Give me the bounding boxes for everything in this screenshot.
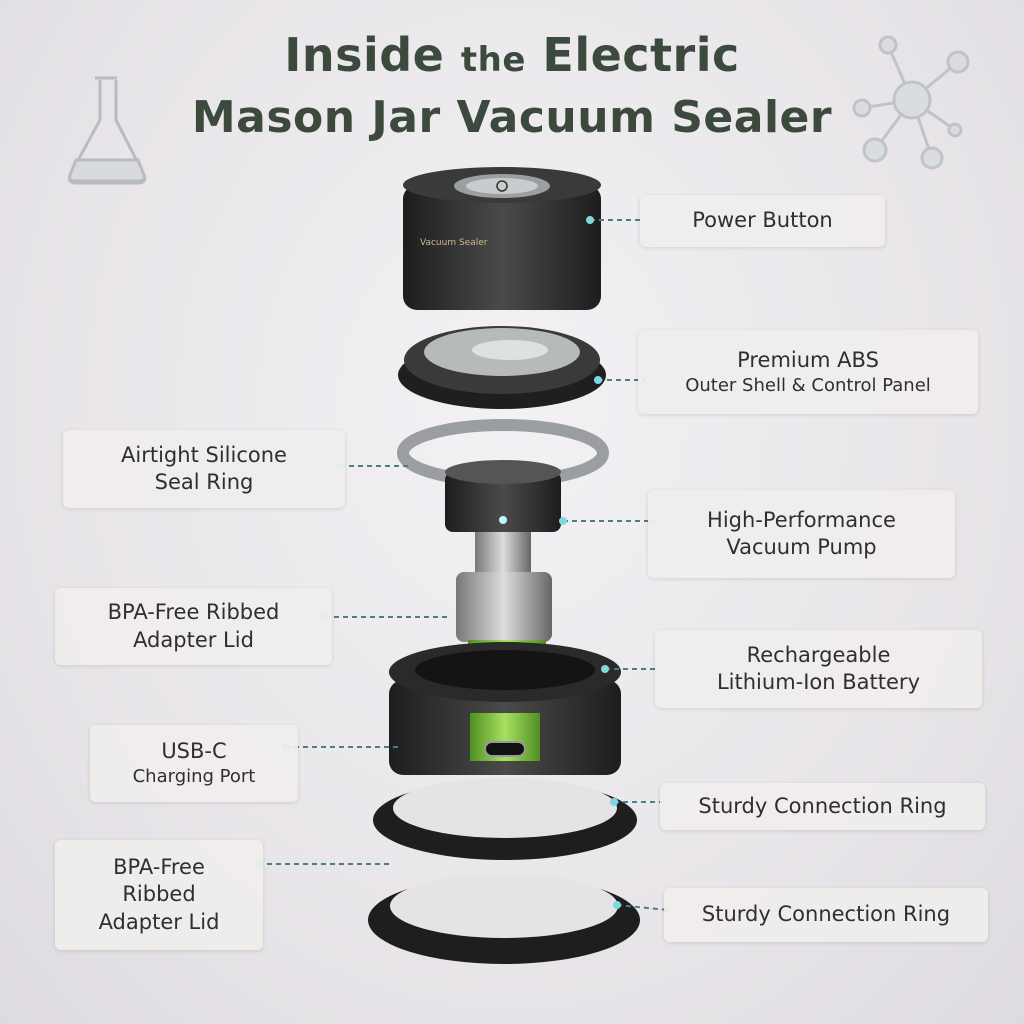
label-text: Outer Shell & Control Panel [685,374,931,396]
label-text: USB-C [161,739,227,764]
leader-lines [258,219,669,911]
molecule-icon [852,35,970,170]
connection-ring-1 [373,778,637,860]
label-usb-c-port: USB-C Charging Port [90,725,298,802]
label-text: Airtight Silicone [121,442,287,467]
label-connection-ring-1: Sturdy Connection Ring [660,783,985,830]
vacuum-pump [445,460,561,572]
title-word: the [460,40,526,80]
label-text: Lithium-Ion Battery [716,670,920,694]
label-text: Rechargeable [746,642,891,667]
usb-c-base [389,642,621,775]
page-title-line1: Inside the Electric [0,28,1024,82]
usb-c-port [484,741,526,757]
label-text: Sturdy Connection Ring [701,902,951,927]
label-outer-shell: Premium ABS Outer Shell & Control Panel [638,330,978,414]
label-text: Adapter Lid [133,627,254,652]
power-icon [496,180,508,192]
label-battery: Rechargeable Lithium-Ion Battery [655,630,982,708]
label-text: Ribbed [122,882,196,907]
page-title-line2: Mason Jar Vacuum Sealer [191,92,833,143]
label-text: BPA-Free Ribbed [107,600,280,625]
label-adapter-lid: BPA-Free Ribbed Adapter Lid [55,588,332,665]
label-text: Seal Ring [154,470,254,494]
label-text: High-Performance [707,507,896,532]
label-text: Power Button [692,208,833,233]
control-panel [398,326,606,409]
label-text: Vacuum Pump [726,535,877,559]
label-text: BPA-Free [113,855,205,880]
label-text: Sturdy Connection Ring [698,793,947,818]
connection-ring-2 [368,874,640,964]
power-button-cap: Vacuum Sealer [403,167,601,310]
flask-icon [67,76,147,185]
title-word: Electric [542,28,740,82]
label-connection-ring-2: Sturdy Connection Ring [664,888,988,942]
label-adapter-lid-2: BPA-Free Ribbed Adapter Lid [55,840,263,950]
title-word: Inside [284,28,445,82]
label-text: Adapter Lid [98,909,220,934]
label-text: Premium ABS [737,347,879,372]
label-power-button: Power Button [640,195,885,247]
label-silicone-seal-ring: Airtight Silicone Seal Ring [63,430,345,508]
label-vacuum-pump: High-Performance Vacuum Pump [648,490,955,578]
device-print: Vacuum Sealer [420,238,488,248]
label-text: Charging Port [132,766,256,788]
